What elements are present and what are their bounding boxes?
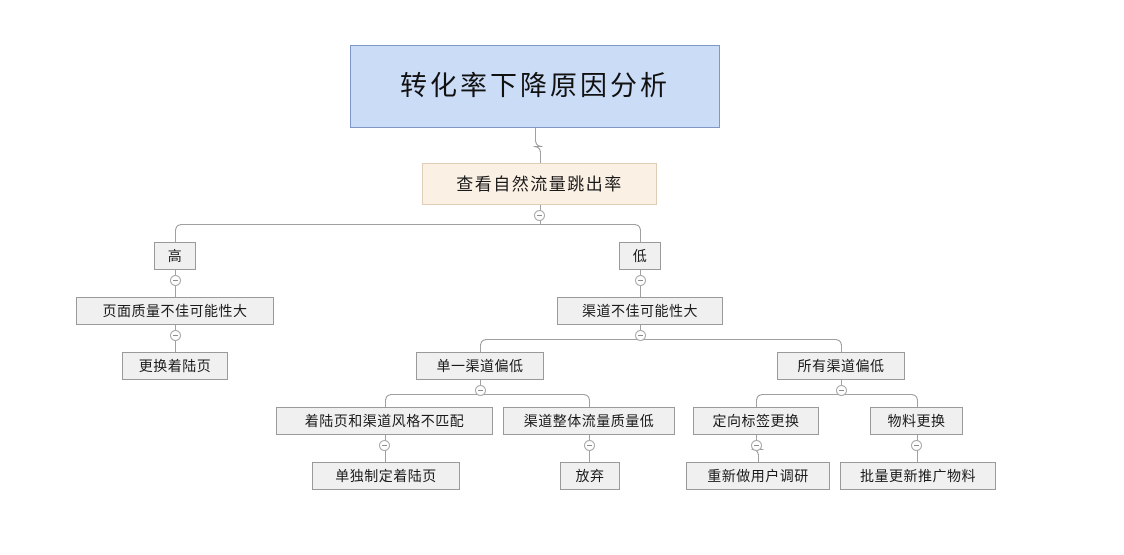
node-all-channel-low[interactable]: 所有渠道偏低 [777, 352, 905, 380]
collapse-toggle-all-channel-low[interactable] [835, 385, 847, 396]
connector-line [841, 394, 918, 407]
connector-line [640, 339, 842, 352]
node-high[interactable]: 高 [154, 242, 196, 270]
collapse-toggle-low[interactable] [634, 275, 646, 286]
node-targeting-change[interactable]: 定向标签更换 [693, 407, 819, 435]
connector-line [540, 224, 641, 242]
connector-line [385, 394, 481, 407]
collapse-toggle-bounce[interactable] [534, 210, 545, 221]
connector-line [480, 339, 641, 352]
collapse-toggle-single-channel-low[interactable] [474, 385, 486, 396]
collapse-toggle-channel-traffic-low[interactable] [583, 440, 595, 451]
connector-line [756, 394, 842, 407]
node-style-mismatch[interactable]: 着陆页和渠道风格不匹配 [276, 407, 493, 435]
node-low[interactable]: 低 [619, 242, 661, 270]
collapse-toggle-high[interactable] [169, 275, 181, 286]
node-custom-landing[interactable]: 单独制定着陆页 [312, 462, 460, 490]
collapse-toggle-targeting-change[interactable] [750, 440, 762, 451]
node-material-change[interactable]: 物料更换 [870, 407, 963, 435]
connector-line [533, 128, 543, 163]
collapse-toggle-channel-quality[interactable] [634, 330, 646, 341]
node-root[interactable]: 转化率下降原因分析 [350, 45, 720, 128]
node-change-landing[interactable]: 更换着陆页 [122, 352, 228, 380]
node-bulk-material[interactable]: 批量更新推广物料 [840, 462, 996, 490]
connector-line [480, 394, 590, 407]
node-user-research[interactable]: 重新做用户调研 [686, 462, 830, 490]
collapse-toggle-page-quality[interactable] [169, 330, 181, 341]
node-channel-quality[interactable]: 渠道不佳可能性大 [557, 297, 723, 325]
node-bounce[interactable]: 查看自然流量跳出率 [422, 163, 657, 205]
collapse-toggle-style-mismatch[interactable] [379, 440, 390, 451]
node-page-quality[interactable]: 页面质量不佳可能性大 [76, 297, 274, 325]
node-channel-traffic-low[interactable]: 渠道整体流量质量低 [503, 407, 675, 435]
node-abandon[interactable]: 放弃 [560, 462, 620, 490]
connector-line [175, 224, 541, 242]
node-single-channel-low[interactable]: 单一渠道偏低 [416, 352, 544, 380]
collapse-toggle-material-change[interactable] [911, 440, 922, 451]
